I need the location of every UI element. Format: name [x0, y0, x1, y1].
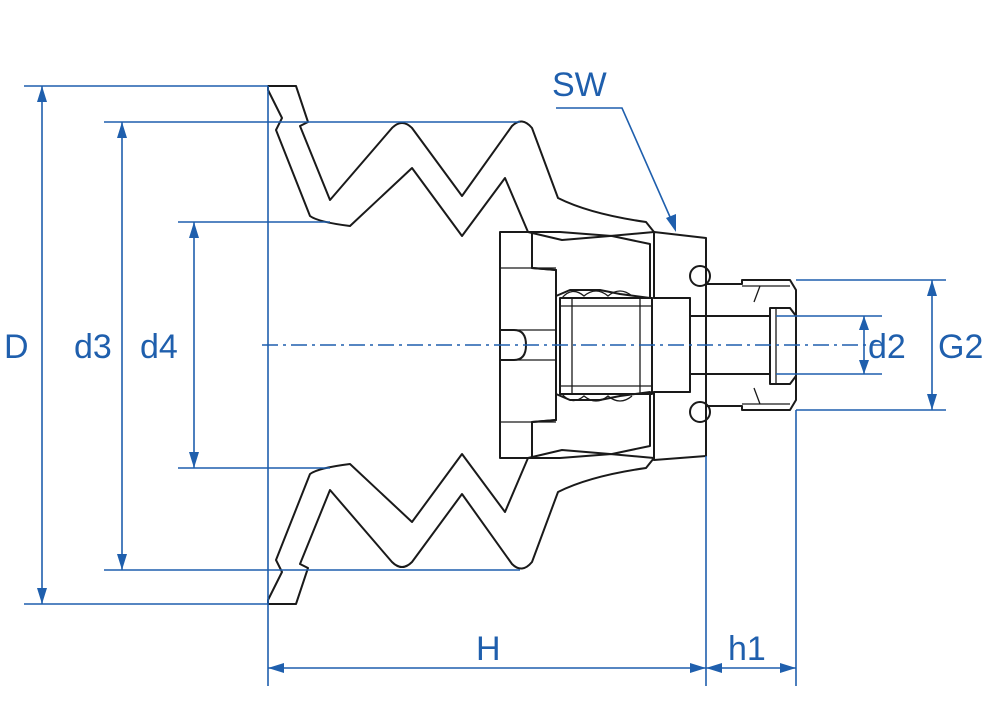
dimension-H [268, 663, 706, 673]
label-d4: d4 [140, 328, 178, 366]
dimension-h1 [706, 663, 796, 673]
hub-upper [531, 231, 651, 299]
bellows-upper-section [267, 85, 655, 241]
label-d3: d3 [74, 328, 112, 366]
label-H: H [476, 630, 501, 668]
bellows-lower-section [267, 449, 655, 605]
dimension-G2 [927, 280, 937, 410]
label-G2: G2 [938, 328, 983, 366]
label-d2: d2 [868, 328, 906, 366]
o-ring-top [689, 265, 711, 287]
dimension-d2 [859, 316, 869, 374]
label-D: D [4, 328, 29, 366]
insert-plate [499, 231, 557, 459]
label-SW: SW [552, 66, 607, 104]
dimension-d3 [117, 122, 127, 570]
inner-sleeve [559, 297, 653, 395]
hub-lower [531, 391, 651, 459]
dimension-d4 [189, 222, 199, 468]
label-h1: h1 [728, 630, 766, 668]
dimension-SW-leader [556, 107, 676, 232]
o-ring-bottom [689, 401, 711, 423]
threaded-nipple [705, 279, 797, 411]
dimension-D [37, 86, 47, 604]
